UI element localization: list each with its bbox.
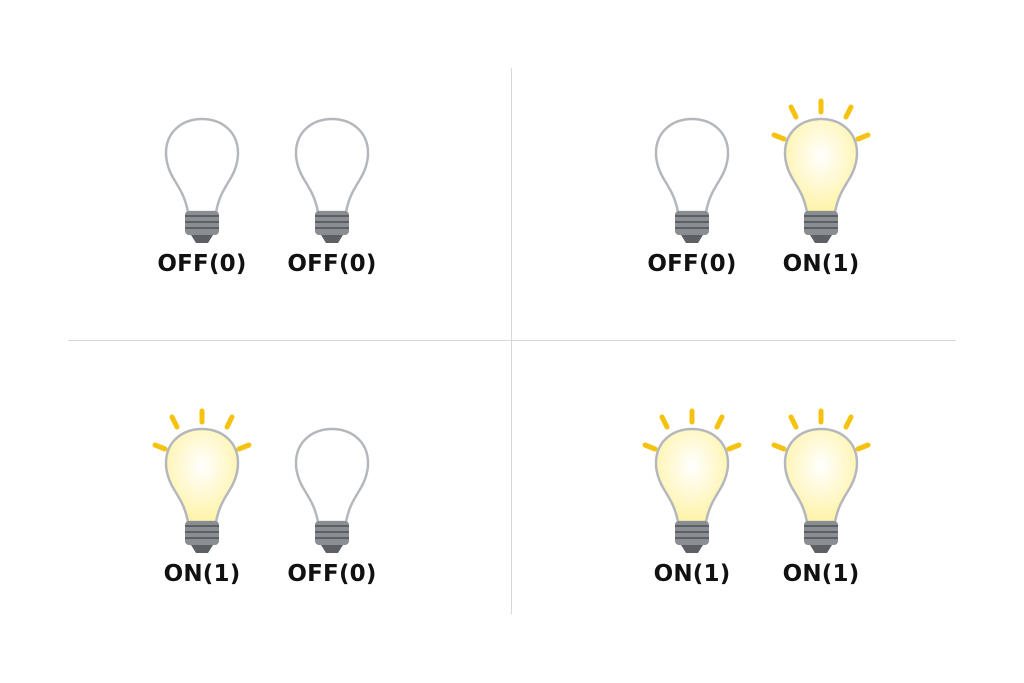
bulb-label: ON(1) xyxy=(782,561,860,587)
bulb-glass-unlit xyxy=(164,117,240,214)
bulb-glass-lit xyxy=(164,427,240,524)
ray-left-mid-icon xyxy=(169,414,180,430)
lightbulb-icon xyxy=(771,408,871,553)
horizontal-divider xyxy=(68,340,956,341)
bulb-label: ON(1) xyxy=(163,561,241,587)
ray-left-icon xyxy=(152,442,168,452)
ray-right-mid-icon xyxy=(224,414,235,430)
ray-right-mid-icon xyxy=(843,414,854,430)
bulb-glass-lit xyxy=(783,117,859,214)
vertical-divider xyxy=(511,68,512,614)
ray-right-icon xyxy=(726,442,742,452)
ray-left-mid-icon xyxy=(788,414,799,430)
bulb-bottom-left-2: OFF(0) xyxy=(277,425,387,605)
ray-left-icon xyxy=(771,132,787,142)
lightbulb-icon xyxy=(294,117,370,243)
lightbulb-icon xyxy=(164,117,240,243)
bulb-glass-lit xyxy=(783,427,859,524)
ray-left-mid-icon xyxy=(788,104,799,120)
bulb-top-right-2: ON(1) xyxy=(766,98,876,295)
ray-right-icon xyxy=(855,442,871,452)
bulb-bottom-right-2: ON(1) xyxy=(766,408,876,605)
lightbulb-icon xyxy=(294,427,370,553)
ray-right-mid-icon xyxy=(843,104,854,120)
bulb-label: ON(1) xyxy=(782,251,860,277)
bulb-base-icon xyxy=(185,521,219,553)
ray-left-icon xyxy=(642,442,658,452)
bulb-bottom-left-1: ON(1) xyxy=(147,408,257,605)
bulb-base-icon xyxy=(315,211,349,243)
bulb-label: OFF(0) xyxy=(287,251,377,277)
ray-left-icon xyxy=(771,442,787,452)
bulb-top-left-1: OFF(0) xyxy=(147,115,257,295)
lightbulb-icon xyxy=(654,117,730,243)
bulb-base-icon xyxy=(804,521,838,553)
lightbulb-icon xyxy=(771,98,871,243)
lightbulb-icon xyxy=(152,408,252,553)
bulb-base-icon xyxy=(185,211,219,243)
bulb-label: ON(1) xyxy=(653,561,731,587)
bulb-top-left-2: OFF(0) xyxy=(277,115,387,295)
bulb-label: OFF(0) xyxy=(157,251,247,277)
bulb-glass-unlit xyxy=(654,117,730,214)
lightbulb-icon xyxy=(642,408,742,553)
bulb-base-icon xyxy=(315,521,349,553)
bulb-glass-unlit xyxy=(294,427,370,524)
bulb-top-right-1: OFF(0) xyxy=(637,115,747,295)
bulb-label: OFF(0) xyxy=(647,251,737,277)
ray-right-mid-icon xyxy=(714,414,725,430)
bulb-base-icon xyxy=(675,521,709,553)
bulb-base-icon xyxy=(675,211,709,243)
ray-left-mid-icon xyxy=(659,414,670,430)
bulb-glass-unlit xyxy=(294,117,370,214)
ray-right-icon xyxy=(236,442,252,452)
ray-right-icon xyxy=(855,132,871,142)
bulb-bottom-right-1: ON(1) xyxy=(637,408,747,605)
bulb-label: OFF(0) xyxy=(287,561,377,587)
bulb-glass-lit xyxy=(654,427,730,524)
bulb-base-icon xyxy=(804,211,838,243)
